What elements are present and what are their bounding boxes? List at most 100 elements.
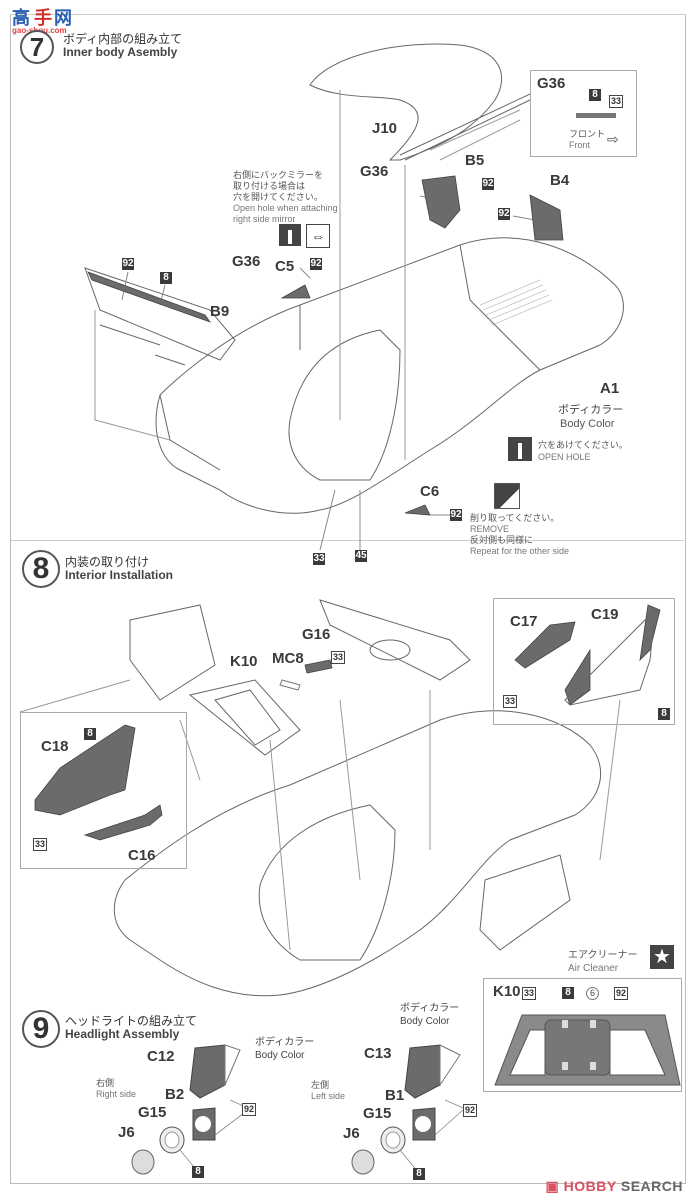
part-label-b1: B1 [385,1087,405,1104]
dashboard-outline [319,599,471,681]
remove-icon [494,483,520,509]
k10-frame-outline [188,679,301,756]
g36-inset-box: G36 8 33 フロント Front ⇨ [530,70,637,157]
body-color-en: Body Color [255,1050,305,1061]
part-label-g36: G36 [232,253,261,270]
housing-c12-shape [189,1044,226,1099]
site-logo-char: 高 [12,8,30,28]
paint-code-badge: 33 [503,695,517,708]
paint-code-badge: 92 [614,987,628,1000]
part-label-c18: C18 [41,738,69,755]
open-hole-icon [508,437,532,461]
mirror-hole-note: 右側にバックミラーを 取り付ける場合は 穴を開けてください。 Open hole… [233,170,338,225]
paint-code-badge: 92 [482,178,494,190]
paint-code-badge: 92 [122,258,134,270]
part-label-c13: C13 [364,1045,392,1062]
note-line: REMOVE [470,524,510,534]
housing-c13-shape [404,1044,441,1099]
paint-code-badge: 33 [33,838,47,851]
paint-code-badge: 45 [355,550,367,562]
hobby-search-watermark[interactable]: ▣ HOBBY SEARCH [546,1178,683,1195]
part-label-c19: C19 [591,606,619,623]
body-a1-cockpit [288,329,401,481]
part-label-c17: C17 [510,613,538,630]
drill-hole-icon [279,224,301,246]
part-g16-shape [304,659,333,674]
side-label-jp: 右側 [96,1078,115,1088]
part-label-g15: G15 [138,1104,167,1121]
part-c18-shape [34,724,136,816]
lens-j6-left-shape [351,1149,375,1175]
air-cleaner-inset-box: K10 33 8 6 92 [483,978,682,1092]
paint-code-badge: 8 [160,272,172,284]
c17-c19-inset-box: C17 C19 33 8 [493,598,675,725]
watermark-brand-a: HOBBY [563,1178,617,1194]
paint-code-badge: 8 [562,987,574,999]
note-line: 削り取ってください。 [470,513,560,523]
instruction-sheet-frame [10,14,686,1184]
open-hole-en: OPEN HOLE [538,452,591,462]
step-8-title-en: Interior Installation [65,568,174,582]
step-divider [10,540,684,541]
part-b5-shape [421,175,461,229]
part-c6-shape [404,504,431,516]
part-c5-shape [280,284,311,299]
paint-code-badge: 8 [192,1166,204,1178]
part-label-b4: B4 [550,172,570,189]
part-label-c12: C12 [147,1048,175,1065]
step-9-title-en: Headlight Assembly [65,1027,180,1041]
part-label-k10: K10 [230,653,258,670]
paint-code-badge: 92 [310,258,322,270]
hobby-search-logo-icon: ▣ [545,1178,564,1194]
part-c19-strip [564,648,591,706]
side-label-jp: 左側 [311,1080,330,1090]
part-c19-outline [564,608,656,706]
part-c16-shape [83,804,163,841]
part-c17-shape [514,621,576,669]
front-label-jp: フロント [569,129,606,139]
body-a1-step8-outline [113,710,602,997]
part-mc8-shape [279,679,301,691]
part-label-g16: G16 [302,626,331,643]
canopy-j10-outline [309,43,503,161]
part-label-k10: K10 [493,983,521,1000]
door-panel-left-outline [129,604,216,701]
remove-note: 削り取ってください。 REMOVE 反対側も同様に Repeat for the… [470,513,569,557]
part-label-j10: J10 [372,120,398,137]
step-number-9: 9 [22,1010,60,1048]
part-label-j6: J6 [343,1125,360,1142]
both-sides-arrow-icon: ⇔ [306,224,330,248]
lens-j6-shape [131,1149,155,1175]
paint-code-badge: 33 [331,651,345,664]
site-logo-char: 网 [54,8,72,28]
step-number-7: 7 [20,30,54,64]
part-label-mc8: MC8 [272,650,304,667]
note-line: Open hole when attaching [233,203,338,213]
step-9-title-jp: ヘッドライトの組み立て [65,1014,198,1028]
door-panel-right-outline [479,854,571,951]
c18-c16-inset-box: C18 8 33 C16 [20,712,187,869]
note-line: right side mirror [233,214,296,224]
g36-inset-label: G36 [537,75,566,92]
part-label-b5: B5 [465,152,485,169]
step-7-title-jp: ボディ内部の組み立て [63,32,183,46]
open-hole-jp: 穴をあけてください。 [538,440,628,450]
note-line: 取り付ける場合は [233,181,306,191]
watermark-brand-b: SEARCH [620,1178,683,1194]
paint-code-badge: 8 [589,89,601,101]
part-label-g36: G36 [360,163,389,180]
part-label-b9: B9 [210,303,230,320]
note-line: Repeat for the other side [470,546,570,556]
step-number-8: 8 [22,550,60,588]
body-color-jp: ボディカラー [400,1003,460,1014]
part-label-c5: C5 [275,258,295,275]
paint-code-badge: 8 [658,708,670,720]
body-a1-outline [155,237,624,514]
air-cleaner-en: Air Cleaner [568,963,619,974]
paint-code-badge: 6 [586,987,599,1000]
site-logo-char: 手 [34,8,52,28]
panel-b9-outline [84,267,236,361]
part-label-c6: C6 [420,483,440,500]
body-color-jp: ボディカラー [255,1037,315,1048]
